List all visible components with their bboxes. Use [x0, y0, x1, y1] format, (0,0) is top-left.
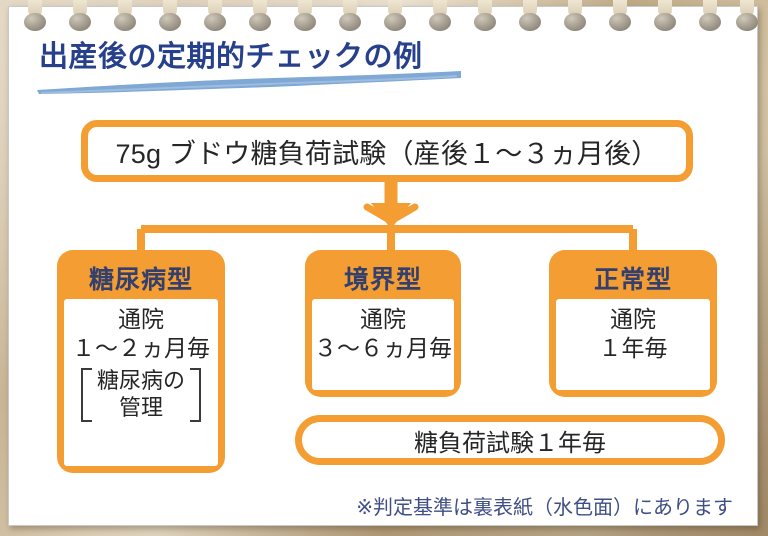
column-borderline-body: 通院 ３～６ヵ月毎: [312, 299, 454, 390]
title-underline-brush: [37, 71, 461, 94]
column-diabetes-line-2: １～２ヵ月毎: [72, 334, 210, 361]
flow-connectors: [137, 177, 637, 257]
page-title-text: 出産後の定期的チェックの例: [39, 41, 423, 73]
column-normal-line-2: １年毎: [598, 334, 668, 361]
column-normal-line-1: 通院: [610, 306, 656, 332]
diabetes-management-note: 糖尿病の 管理: [77, 366, 205, 424]
binding-notch-strip: [9, 7, 757, 33]
glucose-tolerance-test-box: 75g ブドウ糖負荷試験（産後１～３ヵ月後）: [81, 120, 693, 182]
column-borderline-type: 境界型 通院 ３～６ヵ月毎: [305, 250, 461, 397]
column-diabetes-body: 通院 １～２ヵ月毎 糖尿病の 管理: [64, 299, 218, 466]
page-title: 出産後の定期的チェックの例: [37, 41, 461, 94]
column-borderline-line-1: 通院: [360, 306, 406, 332]
annual-retest-box: 糖負荷試験１年毎: [295, 415, 725, 465]
column-normal-body: 通院 １年毎: [556, 299, 710, 390]
column-diabetes-line-1: 通院: [118, 306, 164, 332]
footnote-text: ※判定基準は裏表紙（水色面）にあります: [356, 497, 733, 519]
column-normal-type: 正常型 通院 １年毎: [549, 250, 717, 397]
diabetes-management-note-line-2: 管理: [118, 394, 163, 420]
column-diabetes-header: 糖尿病型: [88, 266, 193, 294]
column-diabetes-type: 糖尿病型 通院 １～２ヵ月毎 糖尿病の 管理: [57, 250, 225, 473]
column-normal-header: 正常型: [593, 266, 672, 294]
diabetes-management-note-line-1: 糖尿病の: [96, 368, 185, 394]
column-borderline-header: 境界型: [343, 266, 422, 294]
annual-retest-label: 糖負荷試験１年毎: [414, 429, 606, 457]
column-borderline-line-2: ３～６ヵ月毎: [314, 334, 452, 361]
notepad-page: 75g ブドウ糖負荷試験（産後１～３ヵ月後） 糖尿病型 通院 １～２ヵ月毎 糖尿…: [8, 6, 758, 526]
glucose-tolerance-test-label: 75g ブドウ糖負荷試験（産後１～３ヵ月後）: [115, 138, 659, 169]
